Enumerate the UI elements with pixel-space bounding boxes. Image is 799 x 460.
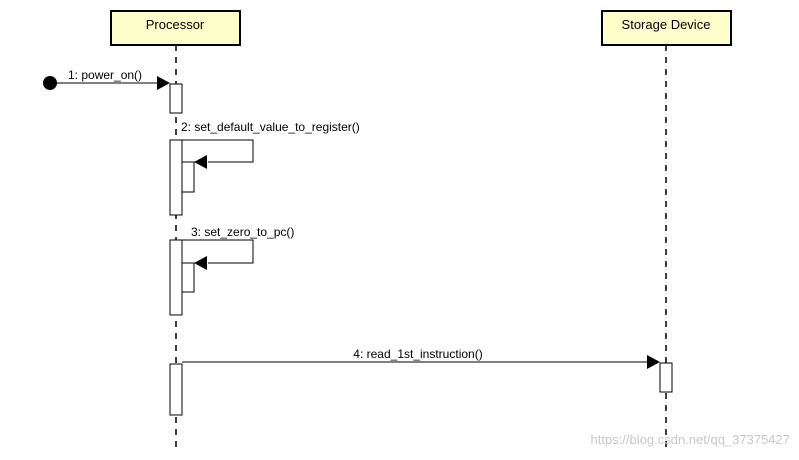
message-4-label: 4: read_1st_instruction() [353, 347, 482, 361]
storage-box[interactable] [601, 10, 732, 46]
message-4-arrowhead [647, 355, 660, 369]
message-1-arrowhead [157, 76, 170, 90]
activation-3-inner [181, 262, 195, 293]
activation-1 [169, 83, 183, 114]
message-3-arrowhead [194, 256, 207, 270]
watermark-text: https://blog.csdn.net/qq_37375427 [591, 432, 791, 447]
message-1-label: 1: power_on() [68, 68, 142, 82]
activation-3-outer [169, 239, 183, 316]
message-1: 1: power_on() [43, 68, 183, 114]
processor-label: Processor [146, 17, 205, 32]
message-3-label: 3: set_zero_to_pc() [191, 225, 294, 239]
message-2-arrowhead [194, 155, 207, 169]
activation-4-target [659, 362, 673, 393]
activation-2-inner [181, 161, 195, 193]
message-4: 4: read_1st_instruction() [169, 347, 673, 416]
activation-4-source [169, 363, 183, 416]
message-2: 2: set_default_value_to_register() [169, 120, 360, 216]
storage-label: Storage Device [622, 17, 711, 32]
message-3: 3: set_zero_to_pc() [169, 225, 294, 316]
activation-2-outer [169, 139, 183, 216]
message-3-line [182, 239, 254, 264]
processor-box[interactable] [110, 10, 241, 46]
message-2-line [182, 139, 254, 163]
message-2-label: 2: set_default_value_to_register() [181, 120, 360, 134]
